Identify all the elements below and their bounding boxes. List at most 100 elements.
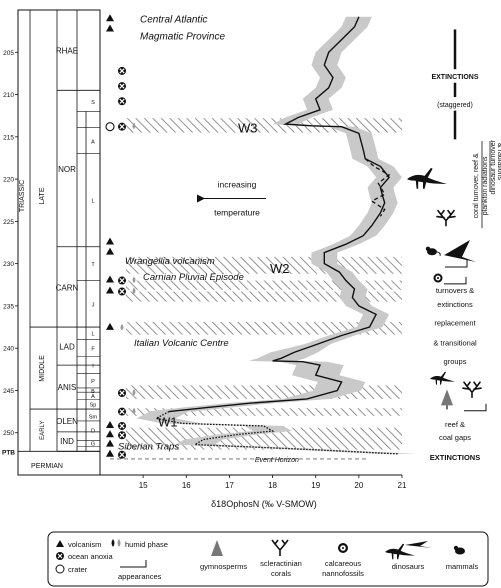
annotation: & radiations bbox=[496, 143, 501, 180]
volcanism-icon bbox=[106, 24, 114, 32]
legend-volcanism: volcanism bbox=[68, 540, 101, 549]
x-tick-label: 16 bbox=[182, 481, 191, 490]
volcanism-icon bbox=[56, 540, 64, 547]
substage-label: F bbox=[91, 347, 95, 353]
annotation: turnovers & bbox=[436, 286, 474, 295]
event-label: Event Horizon bbox=[255, 457, 299, 464]
stage-label: RHAE bbox=[56, 47, 78, 56]
legend-gymnosperms: gymnosperms bbox=[200, 562, 247, 571]
substage-label: S bbox=[91, 100, 95, 106]
legend-corals2: corals bbox=[271, 569, 291, 578]
event-label: Italian Volcanic Centre bbox=[134, 338, 229, 349]
annotation: groups bbox=[444, 357, 467, 366]
appearance-marker bbox=[444, 276, 467, 285]
y-tick-label: 210 bbox=[3, 92, 14, 99]
stage-label: LAD bbox=[59, 342, 75, 351]
substage-label: Sm bbox=[89, 414, 98, 420]
alternative-curve bbox=[364, 158, 391, 217]
nannofossil-icon bbox=[433, 273, 443, 283]
envelope-band bbox=[145, 16, 403, 412]
envelope-band-early bbox=[136, 411, 418, 454]
humid-phase-icon bbox=[132, 407, 136, 415]
event-label: Carnian Pluvial Episode bbox=[143, 272, 244, 283]
y-tick-label: 220 bbox=[3, 177, 14, 184]
crater-icon bbox=[55, 564, 65, 574]
humid-phase-icon bbox=[132, 287, 136, 295]
volcanism-icon bbox=[106, 420, 114, 428]
annotation: EXTINCTIONS bbox=[431, 74, 478, 81]
event-markers bbox=[105, 14, 136, 459]
annotation: extinctions bbox=[437, 300, 473, 309]
annotation: coal gaps bbox=[439, 433, 471, 442]
hatch-band bbox=[125, 291, 402, 302]
x-tick-label: 20 bbox=[354, 481, 363, 490]
epoch-label: MIDDLE bbox=[39, 355, 46, 382]
y-tick-label: 245 bbox=[3, 388, 14, 395]
y-tick-label: 205 bbox=[3, 50, 14, 57]
x-tick-label: 17 bbox=[225, 481, 234, 490]
gymnosperm-icon bbox=[211, 540, 223, 556]
substage-label: A bbox=[91, 140, 95, 146]
scleractinian-coral-icon bbox=[271, 539, 289, 556]
substage-label: L bbox=[91, 199, 94, 205]
substage-label: D bbox=[91, 429, 95, 435]
volcanism-icon bbox=[106, 237, 114, 245]
volcanism-icon bbox=[106, 449, 114, 457]
volcanism-icon bbox=[106, 14, 114, 22]
annotations: increasingtemperatureEXTINCTIONS(stagger… bbox=[197, 29, 501, 462]
dinosaur-icon bbox=[430, 371, 455, 385]
legend-box bbox=[47, 531, 489, 587]
stratigraphic-column: TRIASSICPERMIANLATEMIDDLEEARLYRHAENORCAR… bbox=[2, 9, 101, 476]
x-tick-label: 21 bbox=[398, 481, 407, 490]
x-tick-label: 19 bbox=[311, 481, 320, 490]
epoch-label: LATE bbox=[39, 187, 46, 204]
humid-phase-icon bbox=[132, 122, 136, 130]
x-tick-label: 18 bbox=[268, 481, 277, 490]
stage-label: ANIS bbox=[58, 383, 77, 392]
substage-label: A bbox=[91, 394, 95, 400]
stage-label: IND bbox=[60, 437, 74, 446]
annotation: (staggered) bbox=[437, 102, 473, 109]
substage-label: P bbox=[91, 379, 95, 385]
y-tick-label: 215 bbox=[3, 134, 14, 141]
y-tick-label: 235 bbox=[3, 303, 14, 310]
volcanism-icon bbox=[106, 247, 114, 255]
pterosaur-icon bbox=[444, 239, 476, 262]
uncertainty-envelope bbox=[136, 16, 418, 454]
substage-label: G bbox=[91, 441, 95, 447]
appearance-marker bbox=[120, 560, 147, 568]
event-label: Magmatic Province bbox=[140, 31, 225, 42]
volcanism-icon bbox=[106, 286, 114, 294]
y-tick-label: 250 bbox=[3, 430, 14, 437]
event-label: Wrangellia volcanism bbox=[125, 256, 215, 267]
hatch-band bbox=[125, 118, 402, 133]
scleractinian-coral-icon bbox=[436, 209, 456, 227]
legend-dinosaurs: dinosaurs bbox=[392, 562, 425, 571]
warming-label: W2 bbox=[270, 261, 290, 276]
y-tick-label: 230 bbox=[3, 261, 14, 268]
substage-label: Sp bbox=[90, 402, 97, 408]
gymnosperm-icon bbox=[441, 389, 453, 410]
warming-label: W3 bbox=[238, 121, 258, 136]
period-label: PERMIAN bbox=[31, 463, 63, 470]
substage-label: B bbox=[91, 389, 95, 395]
legend-mammals: mammals bbox=[446, 562, 479, 571]
humid-phase-icon bbox=[132, 276, 136, 284]
volcanism-icon bbox=[106, 322, 114, 330]
legend-appearances: appearances bbox=[118, 572, 162, 581]
event-label: Siberian Traps bbox=[118, 441, 179, 452]
y-tick-label: 225 bbox=[3, 219, 14, 226]
dinosaur-icon bbox=[407, 167, 447, 189]
x-tick-label: 15 bbox=[139, 481, 148, 490]
substage-label: L bbox=[91, 331, 94, 337]
legend-humid: humid phase bbox=[125, 540, 168, 549]
dinosaur-icon bbox=[385, 543, 415, 560]
event-label: Central Atlantic bbox=[140, 14, 207, 25]
ptb-label: PTB bbox=[2, 449, 15, 456]
mammal-icon bbox=[425, 246, 441, 256]
annotation: temperature bbox=[214, 207, 260, 217]
isotope-curves bbox=[154, 16, 398, 455]
substage-label: J bbox=[92, 303, 95, 309]
